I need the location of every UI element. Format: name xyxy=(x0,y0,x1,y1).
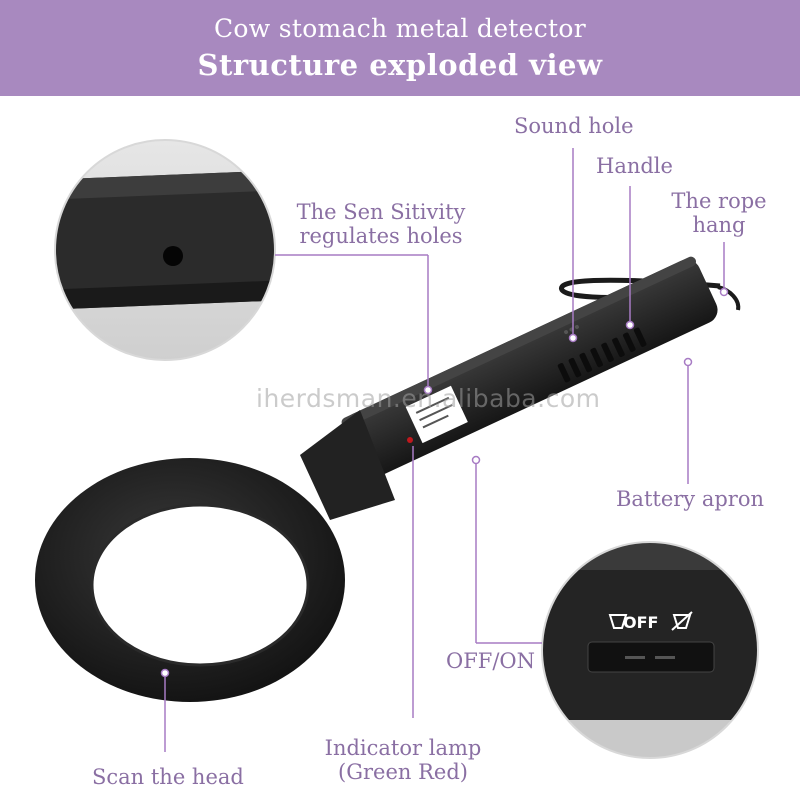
sound-hole-dots xyxy=(564,330,569,335)
detector-handle xyxy=(341,256,718,477)
label-rope-hang-line1: The rope xyxy=(671,189,767,213)
watermark-text: iherdsman.en.alibaba.com xyxy=(256,384,601,413)
label-scan-head: Scan the head xyxy=(92,765,244,789)
header-title: Cow stomach metal detector xyxy=(214,14,586,43)
label-sensitivity-line2: regulates holes xyxy=(299,224,463,248)
leader-lines xyxy=(164,148,725,752)
leader-dots xyxy=(160,287,729,678)
label-off-on: OFF/ON xyxy=(446,649,536,673)
model-sticker xyxy=(405,385,468,444)
speaker-mute-icon xyxy=(672,614,692,629)
label-battery-apron: Battery apron xyxy=(616,487,765,511)
label-indicator-line1: Indicator lamp xyxy=(324,736,482,760)
sensitivity-hole xyxy=(163,246,183,266)
header-subtitle: Structure exploded view xyxy=(197,48,603,82)
indicator-lamp-dot xyxy=(407,437,413,443)
switch-off-text: OFF xyxy=(623,613,658,632)
label-indicator-lamp: Indicator lamp (Green Red) xyxy=(318,736,488,784)
label-sensitivity-line1: The Sen Sitivity xyxy=(296,200,466,224)
label-sensitivity: The Sen Sitivity regulates holes xyxy=(290,200,472,248)
on-off-switch xyxy=(587,641,715,673)
detector-neck xyxy=(300,410,395,520)
label-indicator-line2: (Green Red) xyxy=(338,760,468,784)
label-rope-hang: The rope hang xyxy=(668,189,770,237)
zoom-sensitivity xyxy=(55,140,275,360)
grip-slots xyxy=(557,327,647,383)
speaker-icon xyxy=(608,614,628,629)
label-sound-hole: Sound hole xyxy=(514,114,634,138)
header-banner: Cow stomach metal detector Structure exp… xyxy=(0,0,800,96)
label-rope-hang-line2: hang xyxy=(692,213,746,237)
scan-ring xyxy=(35,458,345,702)
label-handle: Handle xyxy=(596,154,673,178)
